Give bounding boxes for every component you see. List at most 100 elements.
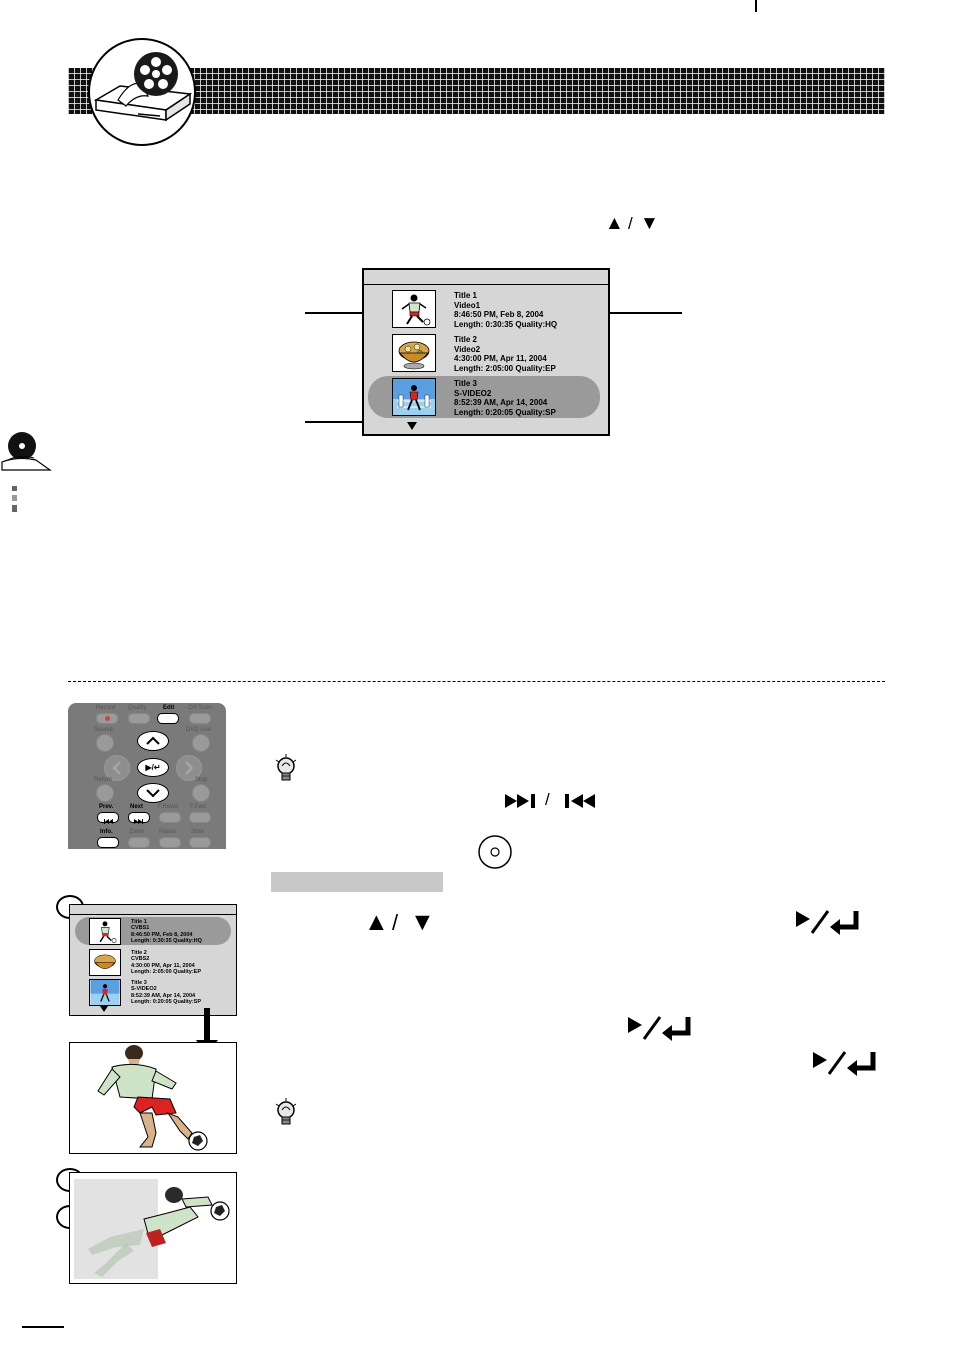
slow-button[interactable]	[189, 837, 211, 848]
skip-next-icon	[505, 792, 539, 810]
title-list-item-selected[interactable]: Title 3 S-VIDEO2 8:52:39 AM, Apr 14, 200…	[368, 376, 600, 418]
disc-icon	[478, 835, 512, 869]
ch-scan-button[interactable]	[189, 713, 211, 724]
section-heading-bar	[271, 872, 443, 892]
title-datetime: 8:46:50 PM, Feb 8, 2004	[454, 310, 544, 319]
source-button[interactable]	[96, 734, 114, 752]
stop-button[interactable]	[192, 784, 210, 802]
callout-line-thumbnail	[305, 312, 390, 314]
remote-label-f-rewd: F.Rewd	[158, 804, 179, 810]
title-length-quality: Length: 0:30:35 Quality:HQ	[131, 937, 202, 944]
disc-hand-icon	[0, 430, 52, 474]
next-button[interactable]	[128, 812, 150, 824]
mini-title-list-screen: Title 1 CVBS1 8:46:50 PM, Feb 8, 2004 Le…	[69, 904, 237, 1016]
remote-label-pause: Pause	[159, 829, 177, 835]
title-length-quality: Length: 0:20:05 Quality:SP	[131, 998, 201, 1005]
return-button[interactable]	[96, 784, 114, 802]
title-length-quality: Length: 2:05:00 Quality:EP	[131, 968, 201, 975]
soccer-player-thumbnail-icon	[89, 918, 121, 945]
remote-label-info: Info.	[100, 829, 113, 835]
title-list-header	[364, 270, 608, 285]
more-titles-down-icon	[407, 422, 417, 430]
title-label: Title 3	[454, 379, 477, 388]
remote-control: Record Quality Edit CH Scan Source DVD L…	[68, 703, 226, 849]
top-rule	[755, 0, 757, 12]
title-list-item-text: Title 3 S-VIDEO2 8:52:39 AM, Apr 14, 200…	[454, 379, 556, 417]
mini-title-list-item-selected[interactable]: Title 1 CVBS1 8:46:50 PM, Feb 8, 2004 Le…	[75, 917, 231, 945]
title-label: Title 3	[131, 980, 147, 986]
soccer-player-thumbnail-icon	[392, 290, 436, 328]
title-source: S-VIDEO2	[131, 986, 157, 993]
prev-button[interactable]	[97, 812, 119, 824]
side-tab-marker	[11, 486, 19, 514]
play-enter-icon	[811, 1048, 877, 1078]
film-reel-recorder-icon	[88, 38, 196, 146]
food-bowl-thumbnail-icon	[392, 334, 436, 372]
remote-label-dvd-live: DVD Live	[186, 727, 212, 733]
title-datetime: 8:46:50 PM, Feb 8, 2004	[131, 931, 193, 938]
remote-label-slow: Slow	[191, 829, 205, 835]
more-titles-down-icon	[100, 1006, 108, 1012]
quality-button[interactable]	[128, 713, 150, 724]
title-label: Title 1	[131, 919, 147, 925]
title-datetime: 8:52:39 AM, Apr 14, 2004	[131, 992, 196, 999]
callout-line-info	[580, 312, 682, 314]
up-arrow-icon: ▲	[605, 213, 624, 234]
nav-left-button[interactable]	[104, 755, 130, 781]
title-source: Video1	[454, 300, 481, 310]
title-label: Title 1	[454, 291, 477, 300]
f-fwd-button[interactable]	[189, 812, 211, 823]
title-length-quality: Length: 0:20:05 Quality:SP	[454, 407, 556, 417]
food-bowl-thumbnail-icon	[89, 949, 121, 976]
nav-right-button[interactable]	[176, 755, 202, 781]
header-band	[68, 68, 885, 114]
section-divider	[68, 681, 885, 682]
title-list-screen: Title 1 Video1 8:46:50 PM, Feb 8, 2004 L…	[362, 268, 610, 436]
mini-title-list-item-text: Title 2 CVBS2 4:30:00 PM, Apr 11, 2004 L…	[131, 950, 201, 975]
playback-soccer-image	[69, 1042, 237, 1154]
down-arrow-icon: ▼	[640, 213, 659, 234]
mini-title-list-item[interactable]: Title 3 S-VIDEO2 8:52:39 AM, Apr 14, 200…	[75, 978, 231, 1006]
mini-title-list-item-text: Title 3 S-VIDEO2 8:52:39 AM, Apr 14, 200…	[131, 980, 201, 1005]
f-rewd-button[interactable]	[159, 812, 181, 823]
title-source: CVBS2	[131, 956, 150, 963]
nav-up-button[interactable]	[137, 731, 169, 751]
remote-label-edit: Edit	[163, 705, 175, 711]
remote-label-ch-scan: CH Scan	[188, 705, 213, 711]
remote-label-f-fwd: F.Fwd	[190, 804, 207, 810]
pause-button[interactable]	[159, 837, 181, 848]
remote-label-next: Next	[130, 804, 144, 810]
title-list-item-text: Title 1 Video1 8:46:50 PM, Feb 8, 2004 L…	[454, 291, 557, 329]
play-enter-icon	[794, 907, 860, 937]
sprinter-thumbnail-icon	[392, 378, 436, 416]
title-list-item-text: Title 2 Video2 4:30:00 PM, Apr 11, 2004 …	[454, 335, 556, 373]
slash-glyph: /	[628, 214, 633, 233]
remote-label-prev: Prev.	[99, 804, 114, 810]
title-datetime: 4:30:00 PM, Apr 11, 2004	[131, 962, 195, 969]
info-button[interactable]	[97, 837, 119, 848]
mini-title-list-item-text: Title 1 CVBS1 8:46:50 PM, Feb 8, 2004 Le…	[131, 919, 202, 944]
nav-down-button[interactable]	[137, 783, 169, 803]
title-source: S-VIDEO2	[454, 388, 492, 398]
title-label: Title 2	[131, 950, 147, 956]
callout-line-more	[305, 421, 407, 423]
remote-label-zoom: Zoom	[129, 829, 145, 835]
zoom-button[interactable]	[128, 837, 150, 848]
dvd-live-button[interactable]	[192, 734, 210, 752]
title-source: CVBS1	[131, 925, 150, 932]
title-datetime: 8:52:39 AM, Apr 14, 2004	[454, 398, 548, 407]
remote-label-quality: Quality	[128, 705, 147, 711]
title-list-item[interactable]: Title 2 Video2 4:30:00 PM, Apr 11, 2004 …	[368, 332, 600, 374]
lightbulb-icon	[274, 1098, 298, 1128]
lightbulb-icon	[274, 754, 298, 784]
down-arrow-icon: ▼	[410, 908, 435, 936]
sprinter-thumbnail-icon	[89, 979, 121, 1006]
remote-label-source: Source	[94, 727, 114, 733]
edit-button[interactable]	[157, 713, 179, 724]
title-list-item[interactable]: Title 1 Video1 8:46:50 PM, Feb 8, 2004 L…	[368, 288, 600, 330]
play-enter-button[interactable]: ▶/↵	[137, 758, 169, 777]
record-button[interactable]	[96, 713, 118, 724]
title-datetime: 4:30:00 PM, Apr 11, 2004	[454, 354, 547, 363]
up-arrow-icon: ▲	[364, 908, 389, 936]
mini-title-list-item[interactable]: Title 2 CVBS2 4:30:00 PM, Apr 11, 2004 L…	[75, 948, 231, 976]
